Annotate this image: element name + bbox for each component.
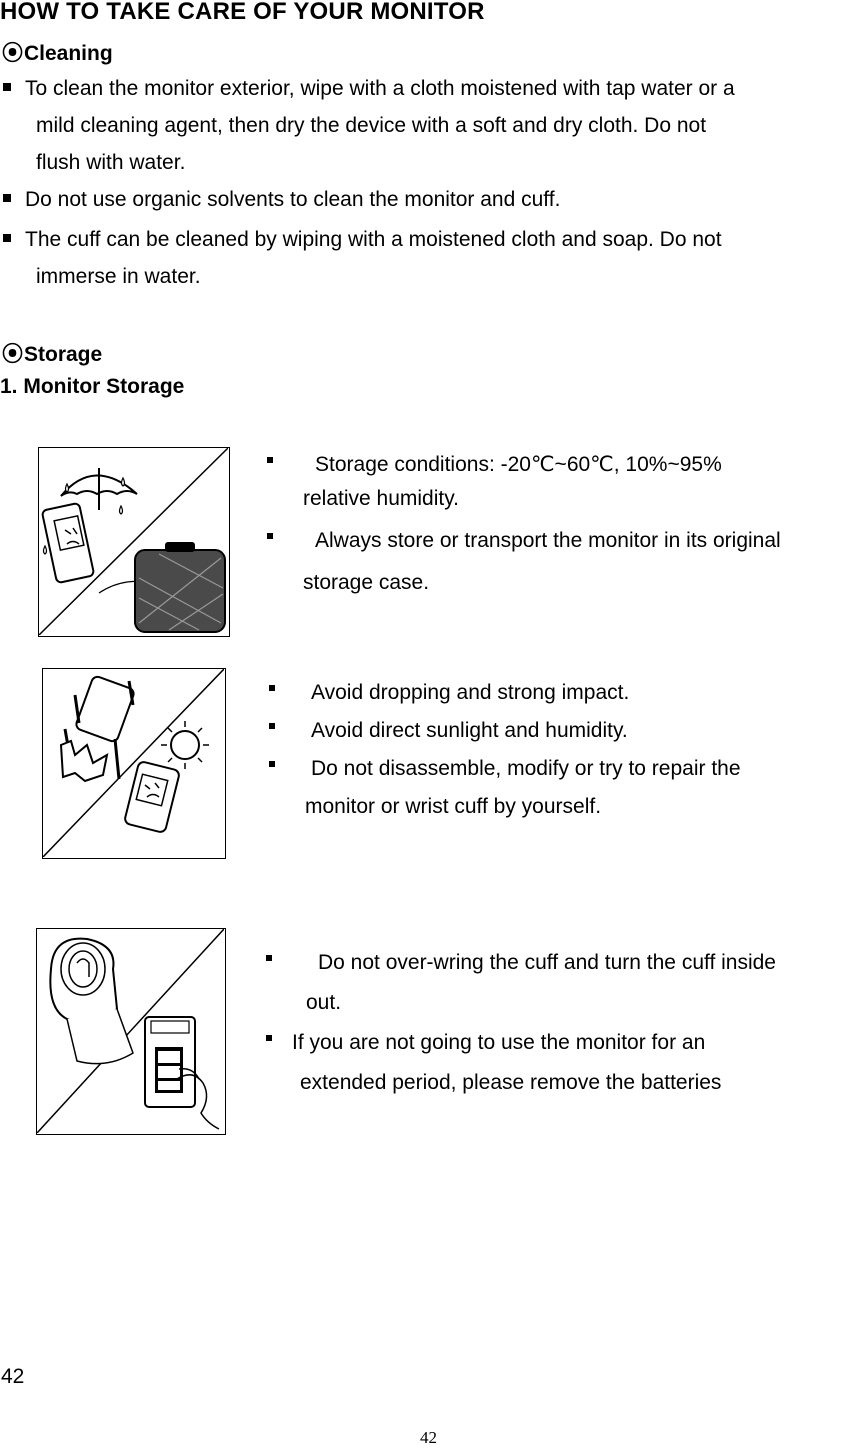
- bullet-icon: [266, 955, 272, 962]
- list-item-continuation: monitor or wrist cuff by yourself.: [305, 795, 602, 818]
- cleaning-item-line: The cuff can be cleaned by wiping with a…: [25, 228, 722, 251]
- storage-case-illustration: [38, 447, 230, 637]
- list-item-text: Do not disassemble, modify or try to rep…: [311, 757, 741, 780]
- cleaning-item: Do not use organic solvents to clean the…: [0, 181, 867, 218]
- cleaning-heading-text: Cleaning: [24, 42, 113, 65]
- bullet-icon: [269, 685, 275, 692]
- bullet-icon: [269, 761, 275, 768]
- list-item: Avoid direct sunlight and humidity.: [269, 712, 867, 750]
- list-item: Do not over-wring the cuff and turn the …: [266, 943, 867, 983]
- list-item: Avoid dropping and strong impact.: [269, 674, 867, 712]
- cleaning-item-line: flush with water.: [36, 151, 186, 174]
- square-bullet-icon: [3, 234, 11, 243]
- list-item: Storage conditions: -20℃~60℃, 10%~95%: [267, 446, 867, 484]
- cleaning-item: The cuff can be cleaned by wiping with a…: [0, 221, 867, 295]
- handling-list: Avoid dropping and strong impact. Avoid …: [269, 674, 867, 826]
- footer-page-number: 42: [420, 1428, 437, 1447]
- square-bullet-icon: [3, 194, 11, 203]
- page-number: 42: [1, 1365, 25, 1388]
- storage-conditions-list: Storage conditions: -20℃~60℃, 10%~95% re…: [267, 446, 867, 602]
- cleaning-item-line: immerse in water.: [36, 265, 201, 288]
- list-item-text: Avoid direct sunlight and humidity.: [311, 719, 628, 742]
- list-item-text: Always store or transport the monitor in…: [315, 529, 781, 552]
- list-item-text: Storage conditions: -20℃~60℃, 10%~95%: [315, 453, 722, 476]
- list-item-text: Do not over-wring the cuff and turn the …: [318, 951, 776, 974]
- storage-heading-text: Storage: [24, 343, 103, 366]
- list-item-text: Avoid dropping and strong impact.: [311, 681, 630, 704]
- bullet-icon: [269, 723, 275, 730]
- list-item-continuation: storage case.: [303, 571, 430, 594]
- cuff-battery-drawing: [36, 928, 225, 1134]
- impact-sunlight-drawing: [42, 668, 225, 858]
- storage-heading: ⦿Storage: [2, 338, 102, 368]
- bullet-icon: [266, 1035, 272, 1042]
- list-item-text: If you are not going to use the monitor …: [292, 1031, 706, 1054]
- impact-sunlight-illustration: [42, 668, 226, 859]
- list-item: Do not disassemble, modify or try to rep…: [269, 750, 867, 788]
- bullseye-icon: ⦿: [2, 343, 23, 366]
- list-item-continuation: out.: [306, 991, 342, 1014]
- list-item-continuation: extended period, please remove the batte…: [300, 1071, 722, 1094]
- bullseye-icon: ⦿: [2, 42, 23, 65]
- cleaning-item-line: Do not use organic solvents to clean the…: [25, 188, 561, 211]
- cleaning-item: To clean the monitor exterior, wipe with…: [0, 70, 867, 181]
- bullet-icon: [267, 533, 273, 540]
- storage-case-drawing: [38, 447, 229, 636]
- square-bullet-icon: [3, 83, 11, 92]
- list-item: Always store or transport the monitor in…: [267, 522, 867, 560]
- monitor-storage-subheading: 1. Monitor Storage: [0, 375, 185, 398]
- list-item-continuation: relative humidity.: [303, 487, 460, 510]
- cuff-battery-illustration: [36, 928, 226, 1135]
- list-item: If you are not going to use the monitor …: [266, 1023, 867, 1063]
- bullet-icon: [267, 457, 273, 464]
- cuff-battery-list: Do not over-wring the cuff and turn the …: [266, 943, 867, 1103]
- page-title: HOW TO TAKE CARE OF YOUR MONITOR: [0, 0, 485, 25]
- cleaning-item-line: To clean the monitor exterior, wipe with…: [25, 77, 735, 100]
- cleaning-heading: ⦿Cleaning: [2, 37, 113, 67]
- cleaning-item-line: mild cleaning agent, then dry the device…: [36, 114, 707, 137]
